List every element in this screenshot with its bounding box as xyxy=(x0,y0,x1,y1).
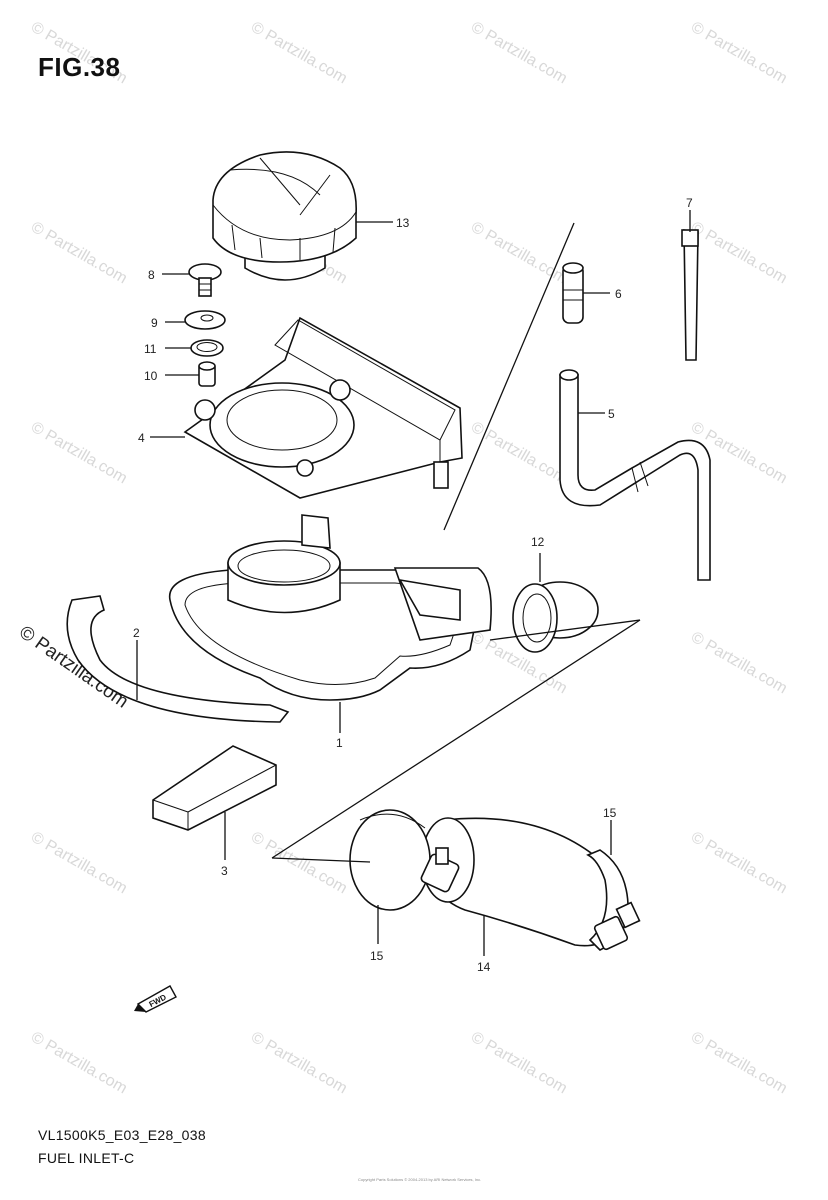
callout-1: 1 xyxy=(336,736,343,750)
callout-7: 7 xyxy=(686,196,693,210)
hose-clamp-part-15b[interactable] xyxy=(586,849,641,951)
callout-8: 8 xyxy=(148,268,155,282)
strip-part-2[interactable] xyxy=(66,595,290,723)
watermark: © Partzilla.com xyxy=(468,1029,570,1098)
washer-part-9[interactable] xyxy=(184,310,226,330)
collar-part-10[interactable] xyxy=(198,361,216,387)
watermark: © Partzilla.com xyxy=(468,19,570,88)
hose-part-5[interactable] xyxy=(559,369,711,581)
callout-labels: 13 8 9 11 10 4 6 7 5 12 2 1 3 15 14 15 xyxy=(133,196,693,974)
watermark: © Partzilla.com xyxy=(248,829,350,898)
pad-part-3[interactable] xyxy=(152,745,277,831)
figure-title: FIG.38 xyxy=(38,52,121,82)
watermark: © Partzilla.com xyxy=(688,19,790,88)
clamp-strap-part-7[interactable] xyxy=(681,229,699,361)
fuel-inlet-body-part-1[interactable] xyxy=(168,514,492,701)
callout-6: 6 xyxy=(615,287,622,301)
callout-13: 13 xyxy=(396,216,410,230)
breather-fitting-part-6[interactable] xyxy=(562,262,584,324)
leader-lines xyxy=(136,210,691,956)
watermark: © Partzilla.com xyxy=(28,419,130,488)
reference-lines xyxy=(271,222,641,863)
forward-direction-arrow: FWD xyxy=(134,985,177,1013)
callout-4: 4 xyxy=(138,431,145,445)
watermark: © Partzilla.com xyxy=(688,829,790,898)
watermark-layer: © Partzilla.com © Partzilla.com © Partzi… xyxy=(15,19,790,1098)
copyright-line: Copyright Parts Solutions © 2004-2013 by… xyxy=(358,1177,482,1182)
bracket-plate-part-4[interactable] xyxy=(183,316,463,499)
watermark: © Partzilla.com xyxy=(248,19,350,88)
watermark: © Partzilla.com xyxy=(28,219,130,288)
section-name: FUEL INLET-C xyxy=(38,1150,135,1166)
callout-10: 10 xyxy=(144,369,158,383)
callout-15-left: 15 xyxy=(370,949,384,963)
watermark: © Partzilla.com xyxy=(28,1029,130,1098)
watermark: © Partzilla.com xyxy=(248,1029,350,1098)
callout-5: 5 xyxy=(608,407,615,421)
clamp-ring-part-12[interactable] xyxy=(512,581,599,653)
fuel-cap-part-13[interactable] xyxy=(212,151,357,281)
watermark: © Partzilla.com xyxy=(688,1029,790,1098)
callout-3: 3 xyxy=(221,864,228,878)
callout-9: 9 xyxy=(151,316,158,330)
callout-12: 12 xyxy=(531,535,545,549)
watermark: © Partzilla.com xyxy=(468,219,570,288)
watermark: © Partzilla.com xyxy=(468,419,570,488)
model-code: VL1500K5_E03_E28_038 xyxy=(38,1127,206,1143)
o-ring-part-11[interactable] xyxy=(190,339,224,357)
watermark: © Partzilla.com xyxy=(28,829,130,898)
callout-14: 14 xyxy=(477,960,491,974)
callout-15-right: 15 xyxy=(603,806,617,820)
callout-2: 2 xyxy=(133,626,140,640)
watermark: © Partzilla.com xyxy=(688,219,790,288)
screw-part-8[interactable] xyxy=(188,263,222,297)
watermark: © Partzilla.com xyxy=(688,629,790,698)
callout-11: 11 xyxy=(144,342,157,356)
hose-clamp-part-15a[interactable] xyxy=(349,809,460,911)
